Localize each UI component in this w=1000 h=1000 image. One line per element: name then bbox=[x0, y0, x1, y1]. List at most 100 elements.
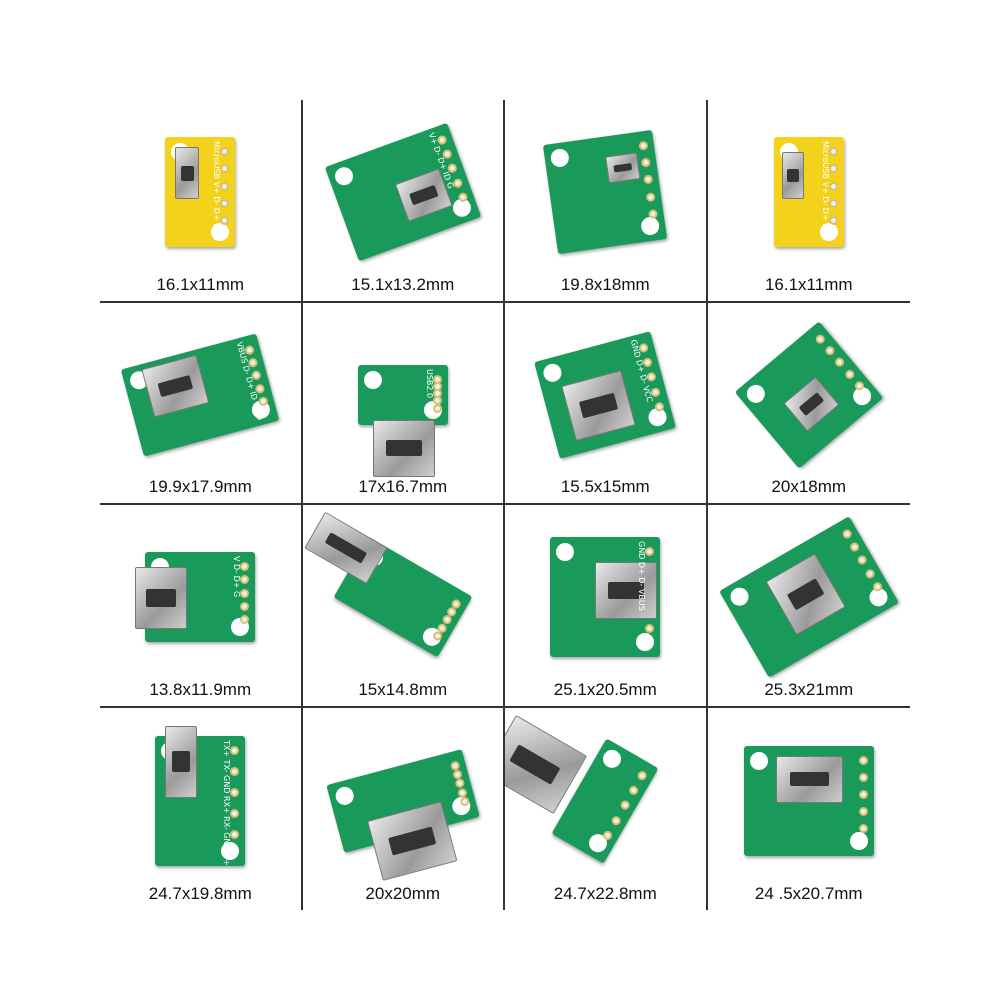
solder-pad bbox=[828, 164, 838, 174]
mounting-hole bbox=[541, 361, 564, 384]
solder-pad bbox=[828, 216, 838, 226]
solder-pad bbox=[833, 355, 846, 369]
usb-c-breakout-board-image: GND D+ D- VCC bbox=[534, 330, 677, 459]
dimension-label: 24 .5x20.7mm bbox=[754, 884, 863, 903]
dimension-label: 25.1x20.5mm bbox=[553, 679, 657, 699]
usb-a-female-breakout-board-image bbox=[743, 745, 874, 856]
usb3-a-female-connector bbox=[165, 725, 198, 798]
mounting-hole bbox=[742, 380, 769, 407]
solder-pad bbox=[636, 769, 649, 782]
solder-pad bbox=[220, 181, 230, 191]
solder-pad bbox=[240, 601, 250, 611]
solder-pad bbox=[858, 807, 868, 817]
dimension-label: 19.9x17.9mm bbox=[148, 477, 252, 496]
mounting-hole bbox=[819, 223, 838, 242]
micro-usb-breakout-board-image bbox=[543, 130, 668, 255]
dimension-label: 24.7x19.8mm bbox=[148, 884, 252, 903]
usb-b-female-connector bbox=[366, 800, 458, 881]
board-silkscreen-text: V D- D+ G bbox=[232, 556, 242, 598]
dimension-label: 16.1x11mm bbox=[156, 274, 245, 294]
solder-pad bbox=[863, 567, 876, 580]
solder-pad bbox=[240, 588, 250, 598]
solder-pad bbox=[858, 790, 868, 800]
mounting-hole bbox=[556, 543, 575, 562]
solder-pad bbox=[454, 777, 466, 789]
usb-a-male-breakout-board-image bbox=[303, 511, 473, 658]
mini-usb-breakout-board-image: VBUS D- D+ ID GND bbox=[120, 333, 280, 457]
usb-a-male-connector bbox=[303, 511, 388, 585]
product-cell: 25.3x21mm bbox=[707, 505, 910, 708]
solder-pad bbox=[643, 174, 654, 186]
usb-a-female-connector bbox=[372, 419, 435, 477]
solder-pad bbox=[230, 830, 240, 840]
micro-usb-connector bbox=[781, 152, 804, 200]
solder-pad bbox=[828, 147, 838, 157]
usb-a-double-connector bbox=[505, 714, 588, 814]
usb-c-connector bbox=[135, 567, 188, 630]
product-cell: 24.7x22.8mm bbox=[505, 707, 708, 910]
solder-pad bbox=[645, 624, 655, 634]
product-cell: V D- D+ G 13.8x11.9mm bbox=[100, 505, 303, 708]
solder-pad bbox=[638, 140, 649, 152]
solder-pad bbox=[823, 344, 837, 357]
product-cell: V+ D- D+ ID G 15.1x13.2mm bbox=[302, 100, 505, 303]
solder-pad bbox=[855, 554, 869, 567]
mounting-hole bbox=[599, 746, 625, 771]
solder-pad bbox=[648, 208, 659, 220]
solder-pad bbox=[813, 332, 827, 346]
mounting-hole bbox=[726, 584, 752, 610]
product-cell: 20x18mm bbox=[707, 303, 910, 505]
micro-usb-breakout-board-image: MicroUSB V+ D- D+ ID G bbox=[773, 137, 844, 248]
product-cell: VBUS D- D+ ID GND 19.9x17.9mm bbox=[100, 302, 303, 505]
dimension-label: 17x16.7mm bbox=[358, 477, 448, 496]
board-silkscreen-text: GND D+ D- VBUS bbox=[637, 541, 647, 611]
solder-pad bbox=[220, 164, 230, 174]
mini-usb-breakout-board-image bbox=[734, 321, 884, 469]
solder-pad bbox=[220, 147, 230, 157]
product-cell: MicroUSB V+ D- D+ ID G 16.1x11mm bbox=[100, 100, 303, 303]
solder-pad bbox=[640, 157, 652, 169]
solder-pad bbox=[220, 198, 230, 208]
dimension-label: 19.8x18mm bbox=[560, 274, 650, 294]
solder-pad bbox=[230, 788, 240, 798]
product-cell: 20x20mm bbox=[303, 707, 505, 910]
mounting-hole bbox=[221, 841, 240, 860]
dimension-label: 15.1x13.2mm bbox=[351, 274, 455, 294]
usb3-a-female-breakout-board-image: TX+ TX- GND RX+ RX- GND D+ D- VBUS bbox=[155, 725, 246, 902]
solder-pad bbox=[848, 541, 861, 554]
solder-pad bbox=[627, 784, 640, 797]
dimension-label: 20x18mm bbox=[771, 477, 847, 496]
micro-usb-breakout-board-image: V+ D- D+ ID G bbox=[324, 123, 481, 262]
solder-pad bbox=[858, 755, 868, 765]
usb-a-female-breakout-board-image: GND D+ D- VBUS bbox=[550, 537, 661, 658]
product-cell: GND D+ D- VBUS 25.1x20.5mm bbox=[505, 505, 708, 708]
solder-pad bbox=[230, 766, 240, 776]
mounting-hole bbox=[333, 784, 356, 807]
solder-pad bbox=[240, 615, 250, 625]
mounting-hole bbox=[640, 216, 661, 237]
board-silkscreen-text: USB2.0 bbox=[424, 368, 434, 398]
mounting-hole bbox=[549, 148, 571, 169]
dimension-label: 20x20mm bbox=[365, 884, 441, 903]
product-cell: 24 .5x20.7mm bbox=[708, 708, 911, 911]
usb-c-connector bbox=[561, 369, 637, 441]
dimension-label: 13.8x11.9mm bbox=[149, 679, 252, 699]
solder-pad bbox=[858, 824, 868, 834]
dimension-label: 25.3x21mm bbox=[764, 679, 854, 699]
mounting-hole bbox=[849, 831, 868, 850]
product-cell: USB2.0 17x16.7mm bbox=[302, 302, 505, 505]
usb-a-female-connector bbox=[775, 755, 843, 803]
solder-pad bbox=[828, 181, 838, 191]
solder-pad bbox=[645, 547, 655, 557]
product-cell: 15x14.8mm bbox=[302, 505, 505, 708]
usb-c-breakout-board-image: V D- D+ G bbox=[135, 552, 256, 643]
micro-usb-connector bbox=[175, 147, 200, 200]
solder-pad bbox=[240, 562, 250, 572]
micro-usb-breakout-board-image: MicroUSB V+ D- D+ ID G bbox=[165, 137, 236, 248]
dimension-label: 16.1x11mm bbox=[764, 274, 853, 294]
dimension-label: 24.7x22.8mm bbox=[553, 884, 657, 903]
solder-pad bbox=[240, 575, 250, 585]
product-cell: 19.8x18mm bbox=[505, 100, 708, 303]
usb-a-female-breakout-board-image bbox=[718, 516, 899, 679]
